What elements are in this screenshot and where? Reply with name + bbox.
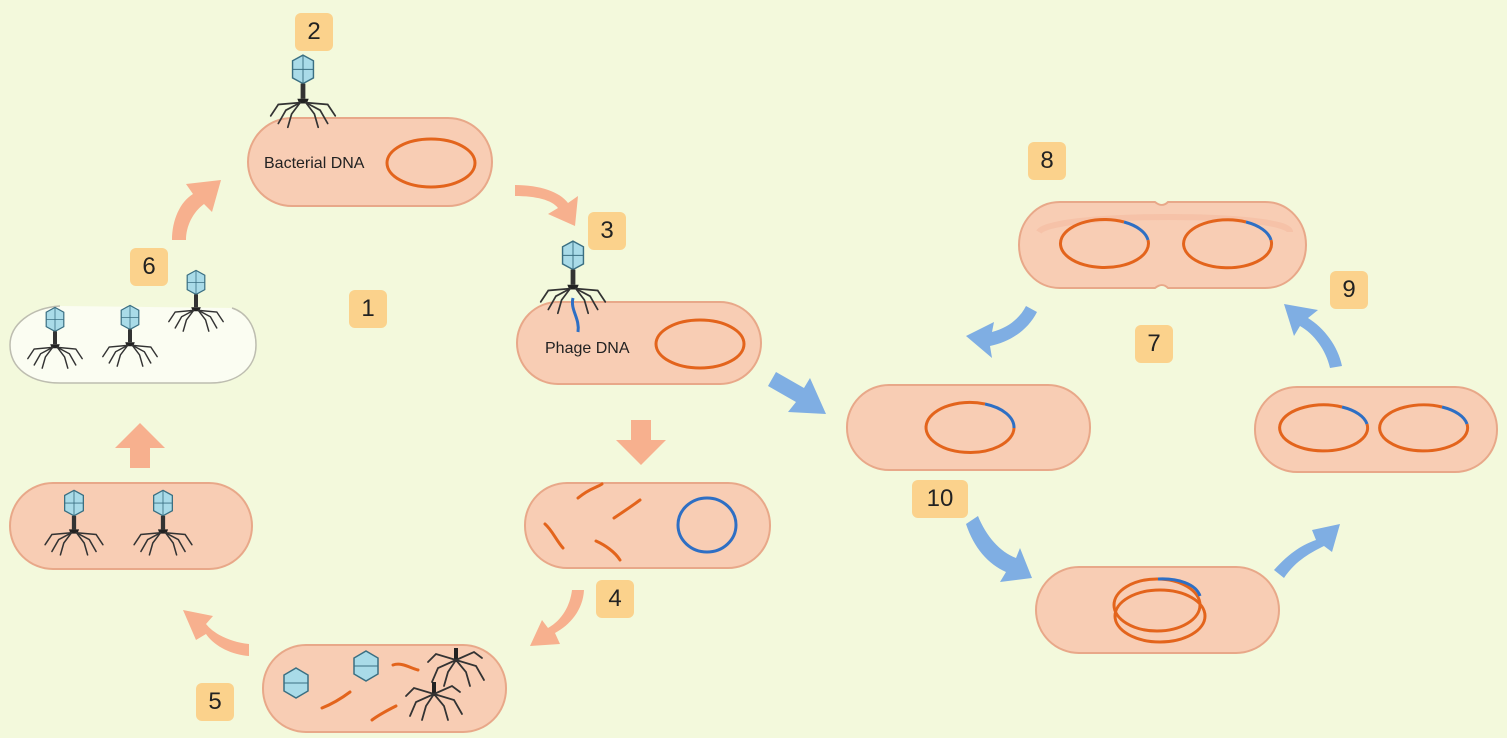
straight-arrow-icon bbox=[616, 420, 666, 465]
step-badge-5: 5 bbox=[196, 683, 234, 721]
step-badge-9: 9 bbox=[1330, 271, 1368, 309]
bacteriophage-icon bbox=[271, 55, 336, 127]
bacterial-dna-label: Bacterial DNA bbox=[264, 155, 364, 173]
straight-arrow-icon bbox=[768, 372, 826, 414]
curved-arrow-icon bbox=[1284, 304, 1342, 368]
step-badge-1: 1 bbox=[349, 290, 387, 328]
curved-arrow-icon bbox=[172, 180, 221, 240]
bacterial-cell-chromosome-replication bbox=[1036, 567, 1279, 653]
lysed-cell bbox=[10, 270, 256, 383]
straight-arrow-icon bbox=[115, 423, 165, 468]
curved-arrow-icon bbox=[966, 516, 1032, 582]
curved-arrow-icon bbox=[966, 306, 1037, 358]
bacterial-cell-mature bbox=[10, 483, 252, 569]
step-badge-7: 7 bbox=[1135, 325, 1173, 363]
step-badge-8: 8 bbox=[1028, 142, 1066, 180]
curved-arrow-icon bbox=[183, 610, 249, 656]
step-badge-2: 2 bbox=[295, 13, 333, 51]
curved-arrow-icon bbox=[515, 185, 578, 226]
curved-arrow-icon bbox=[1274, 524, 1340, 578]
bacterial-cell-assembly bbox=[263, 645, 506, 732]
curved-arrow-icon bbox=[530, 590, 584, 646]
bacterial-cell-prophage bbox=[847, 385, 1090, 470]
bacterial-cell-replication bbox=[525, 483, 770, 568]
step-badge-4: 4 bbox=[596, 580, 634, 618]
bacterial-cell-dividing bbox=[1019, 202, 1306, 288]
step-badge-6: 6 bbox=[130, 248, 168, 286]
bacterial-cell-two-chromosomes bbox=[1255, 387, 1497, 472]
step-badge-10: 10 bbox=[912, 480, 968, 518]
phage-dna-label: Phage DNA bbox=[545, 340, 630, 358]
step-badge-3: 3 bbox=[588, 212, 626, 250]
